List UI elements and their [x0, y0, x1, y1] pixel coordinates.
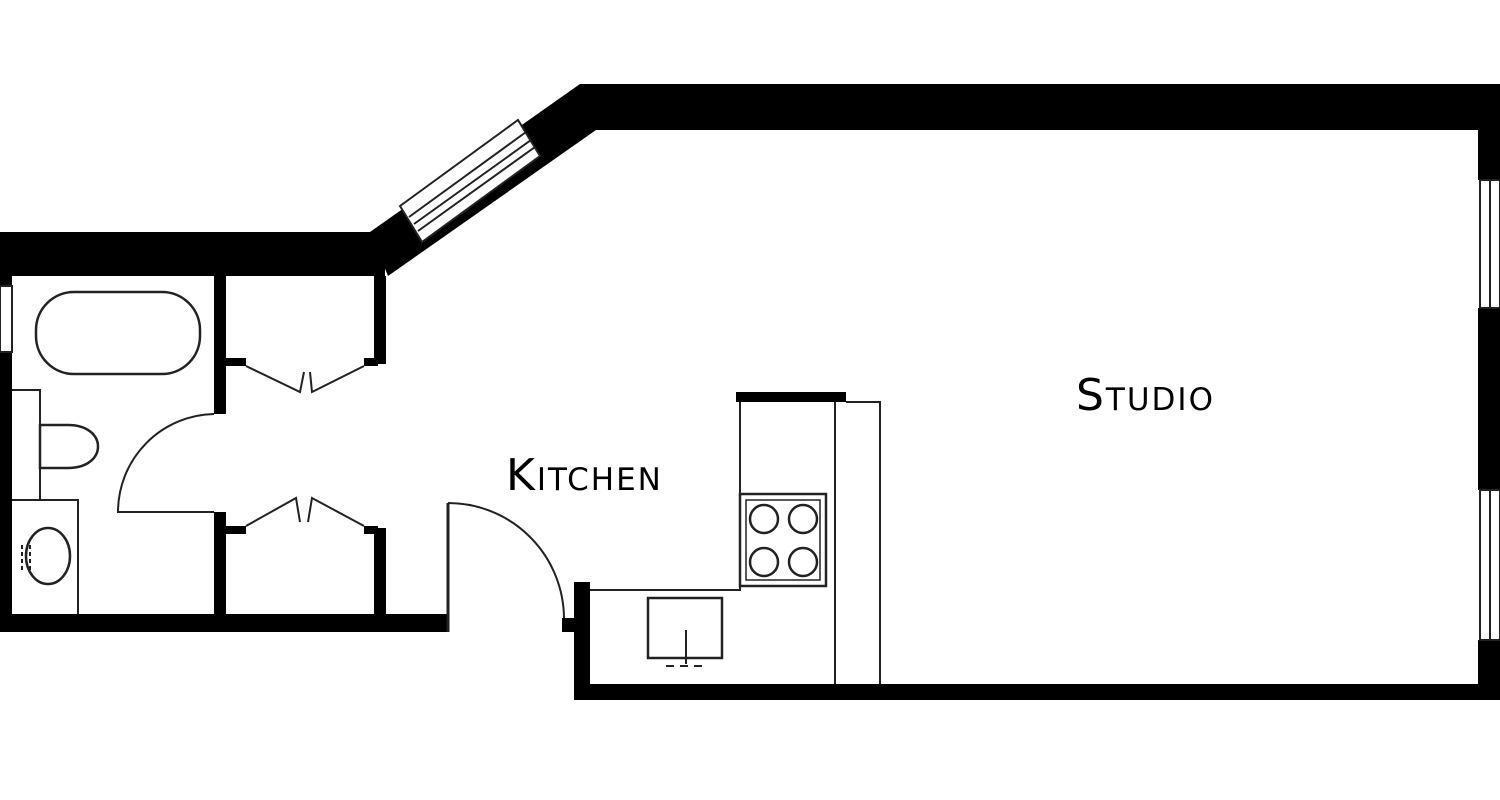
closet-lower-stub-left: [226, 526, 246, 534]
closet-lower-stub-right: [364, 526, 378, 534]
vanity: [12, 499, 79, 614]
entry-door: [446, 502, 565, 632]
studio-bottom-wall: [574, 684, 1500, 700]
entry-door-jamb: [562, 618, 590, 632]
closet-upper-stub-left: [226, 358, 246, 366]
studio-label: Studio: [1076, 370, 1215, 421]
closet-doors: [245, 365, 365, 527]
kitchen-left-wall: [574, 582, 590, 700]
wing-left-wall-top: [0, 232, 12, 286]
interior-walls: [214, 276, 386, 624]
bathroom-fixtures: [12, 290, 215, 614]
kitchen-fixtures: [590, 392, 881, 684]
bath-door-swing: [116, 413, 215, 513]
bathtub: [34, 290, 202, 376]
upper-closet-door: [245, 365, 365, 394]
bath-wall-lower: [214, 512, 226, 624]
closet-upper-right-wall: [374, 276, 386, 364]
studio-windows: [1479, 179, 1500, 641]
sink: [24, 526, 72, 586]
kitchen-label: Kitchen: [506, 450, 663, 501]
wing-top-wall: [0, 232, 385, 276]
lower-closet-door: [245, 496, 365, 527]
bath-wall-upper: [214, 276, 226, 414]
closet-lower-right-wall: [374, 528, 386, 624]
bath-window: [0, 285, 13, 353]
studio-right-wall-top: [1478, 84, 1500, 180]
wing-left-wall-bottom: [0, 352, 12, 632]
kitchen-upper-wall: [736, 392, 846, 402]
closet-upper-stub-right: [364, 358, 378, 366]
bay-window: [398, 118, 542, 244]
studio-right-wall-mid: [1478, 308, 1500, 490]
studio-top-wall: [580, 84, 1500, 130]
toilet: [12, 389, 41, 501]
